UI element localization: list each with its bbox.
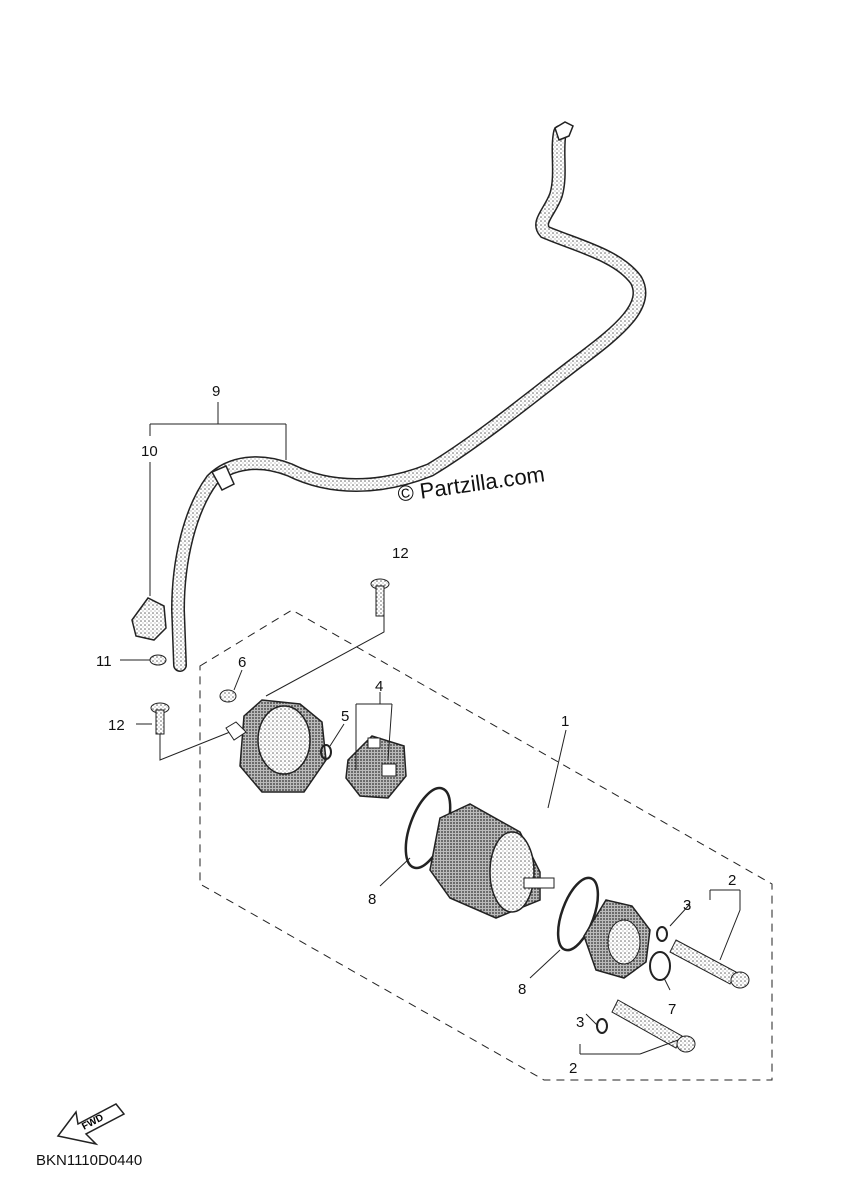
o-ring-large-lower <box>556 876 600 952</box>
brush-holder <box>345 735 407 799</box>
callout-1: 1 <box>561 713 570 730</box>
callout-12-lower: 12 <box>108 717 125 734</box>
through-bolt-lower <box>611 999 696 1053</box>
starter-motor-assembly-outline <box>199 609 773 1081</box>
nut <box>149 654 167 666</box>
diagram-code: BKN1110D0440 <box>36 1152 143 1169</box>
callout-4: 4 <box>375 678 384 695</box>
callout-5: 5 <box>341 708 350 725</box>
starter-cable <box>170 121 647 672</box>
callout-3-upper: 3 <box>683 897 692 914</box>
callout-2-upper: 2 <box>728 872 737 889</box>
o-ring-3-upper <box>656 926 668 942</box>
washer <box>219 689 237 703</box>
callout-12-upper: 12 <box>392 545 409 562</box>
callout-9: 9 <box>212 383 221 400</box>
leader-lines-lower <box>233 669 741 1055</box>
gasket <box>649 951 671 981</box>
callout-10: 10 <box>141 443 158 460</box>
callout-6: 6 <box>238 654 247 671</box>
bolt-upper <box>370 578 390 617</box>
callout-11: 11 <box>96 653 112 670</box>
callout-8-lower: 8 <box>518 981 527 998</box>
callout-8-upper: 8 <box>368 891 377 908</box>
callout-2-lower: 2 <box>569 1060 578 1077</box>
callout-7: 7 <box>668 1001 677 1018</box>
callout-3-lower: 3 <box>576 1014 585 1031</box>
fwd-arrow-icon: FWD <box>56 1103 126 1146</box>
rear-cover <box>583 899 651 979</box>
o-ring-3-lower <box>596 1018 608 1034</box>
front-cover <box>225 699 327 793</box>
through-bolt-upper <box>669 939 750 989</box>
yoke-armature <box>429 803 555 919</box>
bolt-lower <box>150 702 170 735</box>
o-ring-small <box>320 744 332 760</box>
terminal-cap <box>131 597 167 641</box>
